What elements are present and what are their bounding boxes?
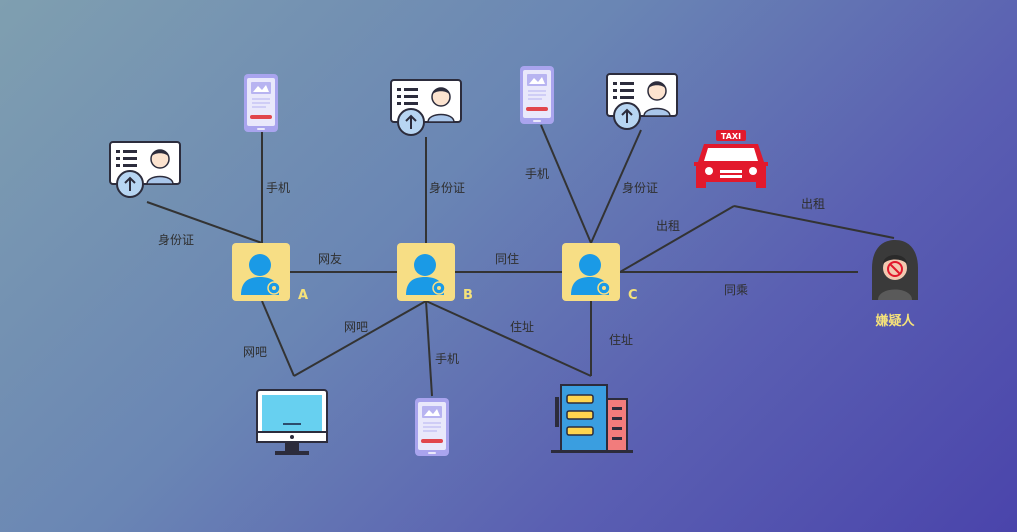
- edge-label-B-building: 住址: [510, 320, 534, 334]
- person-label-a: A: [298, 288, 308, 303]
- phone-icon[interactable]: [244, 74, 278, 132]
- edge-label-phoneC-C: 手机: [525, 167, 549, 181]
- edge-label-B-computer: 网吧: [344, 320, 368, 334]
- edge-label-idA-A: 身份证: [158, 232, 194, 247]
- edge-B-phoneB: [425, 300, 433, 397]
- person-label-c: C: [628, 288, 638, 303]
- suspect-icon[interactable]: [872, 240, 918, 300]
- edge-label-C-building: 住址: [609, 333, 633, 347]
- edge-B-computer: [293, 300, 427, 377]
- edge-label-C-taxi: 出租: [656, 219, 680, 233]
- edge-idC-C: [590, 129, 642, 244]
- taxi-icon[interactable]: [694, 130, 768, 188]
- person-node-b[interactable]: [396, 242, 456, 302]
- edge-label-A-B: 网友: [318, 252, 342, 266]
- edge-label-B-C: 同住: [495, 252, 519, 266]
- edge-phoneC-C: [540, 124, 592, 244]
- person-node-c[interactable]: [561, 242, 621, 302]
- id-card-icon[interactable]: [390, 79, 462, 136]
- edge-A-computer: [261, 300, 295, 377]
- edge-label-phoneA-A: 手机: [266, 181, 290, 195]
- edge-label-idB-B: 身份证: [429, 180, 465, 195]
- edge-label-C-suspect: 同乘: [724, 283, 748, 297]
- edge-taxi-suspect: [733, 205, 895, 239]
- id-card-icon[interactable]: [606, 73, 678, 130]
- edge-B-building: [425, 300, 592, 377]
- taxi-sign-label: TAXI: [721, 132, 741, 141]
- id-card-icon[interactable]: [109, 141, 181, 198]
- phone-icon[interactable]: [415, 398, 449, 456]
- edge-label-taxi-suspect: 出租: [801, 197, 825, 211]
- computer-icon[interactable]: [256, 389, 328, 456]
- edge-label-A-computer: 网吧: [243, 345, 267, 359]
- person-label-b: B: [463, 288, 473, 303]
- edge-C-taxi: [619, 205, 735, 273]
- suspect-label: 嫌疑人: [874, 313, 915, 329]
- person-node-a[interactable]: [231, 242, 291, 302]
- edge-label-B-phoneB: 手机: [435, 352, 459, 366]
- nodes-layer: A B C TAXI 嫌疑人: [109, 66, 918, 456]
- edge-label-idC-C: 身份证: [622, 180, 658, 195]
- edge-idA-A: [146, 201, 263, 244]
- phone-icon[interactable]: [520, 66, 554, 124]
- building-icon[interactable]: [550, 384, 634, 454]
